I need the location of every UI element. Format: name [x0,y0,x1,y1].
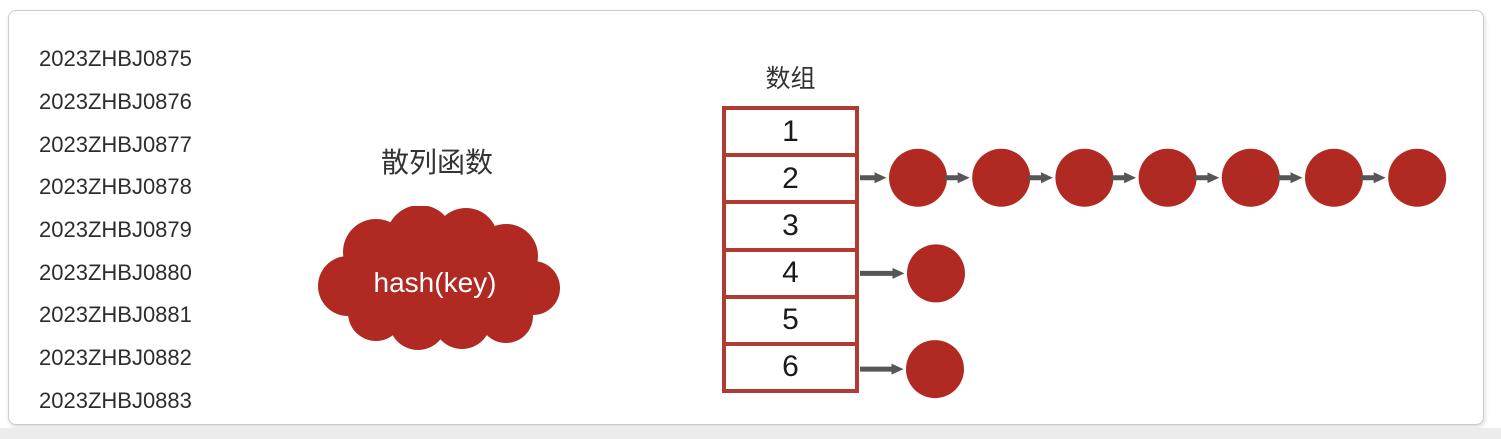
array-title: 数组 [765,65,816,93]
chain-node [1305,148,1363,207]
array-cell: 4 [726,247,855,295]
array-cell: 1 [782,114,799,148]
chain-node [1138,148,1197,207]
key-list: 2023ZHBJ0875 2023ZHBJ0876 2023ZHBJ0877 2023… [39,38,192,422]
key-list-item: 2023ZHBJ0882 [39,345,192,371]
key-list-item: 2023ZHBJ0879 [39,217,192,243]
key-list-item: 2023ZHBJ0878 [39,174,192,200]
chain-node [972,148,1031,207]
key-list-item: 2023ZHBJ0877 [39,131,192,157]
key-list-item: 2023ZHBJ0876 [39,89,192,115]
key-list-item: 2023ZHBJ0883 [39,387,192,413]
page-background-strip [0,428,1501,439]
cloud-shape [318,206,560,350]
array-cell: 3 [726,200,855,247]
chain-node [906,340,964,399]
hash-function-cloud: hash(key) [318,206,560,350]
chain-node [889,148,947,207]
hash-function-title: 散列函数 [380,147,493,178]
array-cell: 5 [726,294,855,342]
chain-node [1221,148,1280,207]
array-cell: 2 [726,153,855,200]
array-cell: 6 [726,341,855,389]
key-list-item: 2023ZHBJ0880 [39,259,192,285]
chain-node [907,244,965,303]
key-list-item: 2023ZHBJ0875 [39,46,192,72]
key-list-item: 2023ZHBJ0881 [39,302,192,328]
hash-function-label: hash(key) [374,267,497,298]
chain-node [1055,148,1114,207]
chain-node [1388,148,1447,207]
